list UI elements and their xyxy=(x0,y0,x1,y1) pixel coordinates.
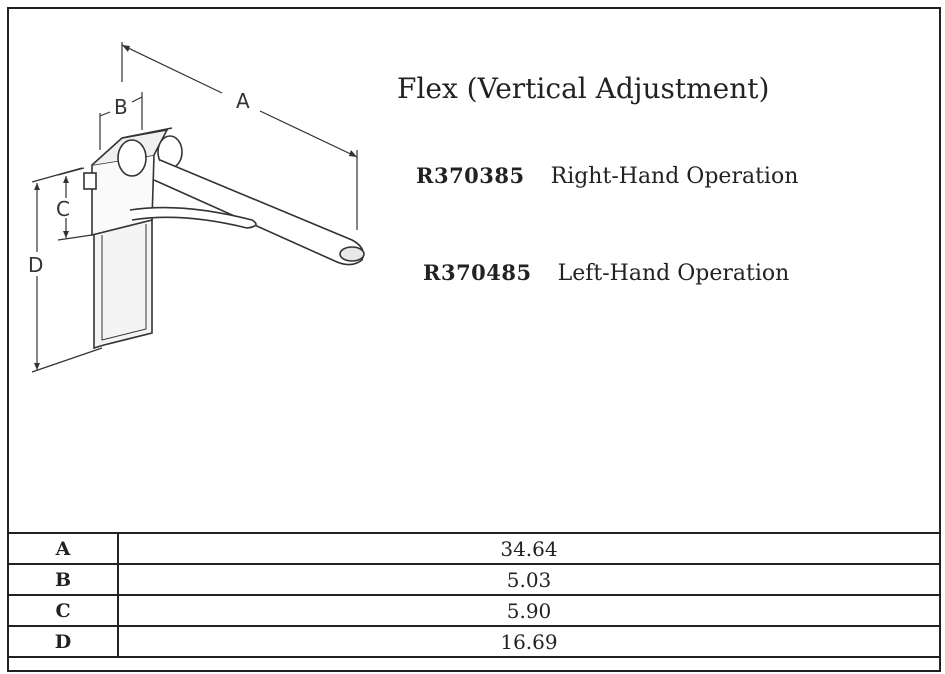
part-row-left-hand: R370485 Left-Hand Operation xyxy=(423,260,789,286)
part-description: Left-Hand Operation xyxy=(557,261,790,286)
dimension-label: B xyxy=(7,563,119,596)
dimension-value: 16.69 xyxy=(117,625,941,658)
grab-bar-drawing: A B C D xyxy=(28,42,365,373)
part-description: Right-Hand Operation xyxy=(550,164,799,189)
dimensions-table: A 34.64 B 5.03 C 5.90 D 16.69 xyxy=(7,532,941,658)
part-code: R370485 xyxy=(423,260,532,285)
dimension-label: C xyxy=(7,594,119,627)
dimension-label: D xyxy=(7,625,119,658)
dimension-value: 5.90 xyxy=(117,594,941,627)
dimension-a-label: A xyxy=(236,89,250,113)
table-row: D 16.69 xyxy=(7,625,941,658)
part-row-right-hand: R370385 Right-Hand Operation xyxy=(416,163,798,189)
dimension-label: A xyxy=(7,532,119,565)
table-row: C 5.90 xyxy=(7,594,941,627)
table-row: B 5.03 xyxy=(7,563,941,596)
part-code: R370385 xyxy=(416,163,525,188)
dimension-c-label: C xyxy=(56,197,70,221)
dimension-value: 34.64 xyxy=(117,532,941,565)
dimension-b-label: B xyxy=(114,95,128,119)
product-title: Flex (Vertical Adjustment) xyxy=(397,72,770,105)
dimension-d-label: D xyxy=(28,253,43,277)
table-row: A 34.64 xyxy=(7,532,941,565)
dimension-value: 5.03 xyxy=(117,563,941,596)
